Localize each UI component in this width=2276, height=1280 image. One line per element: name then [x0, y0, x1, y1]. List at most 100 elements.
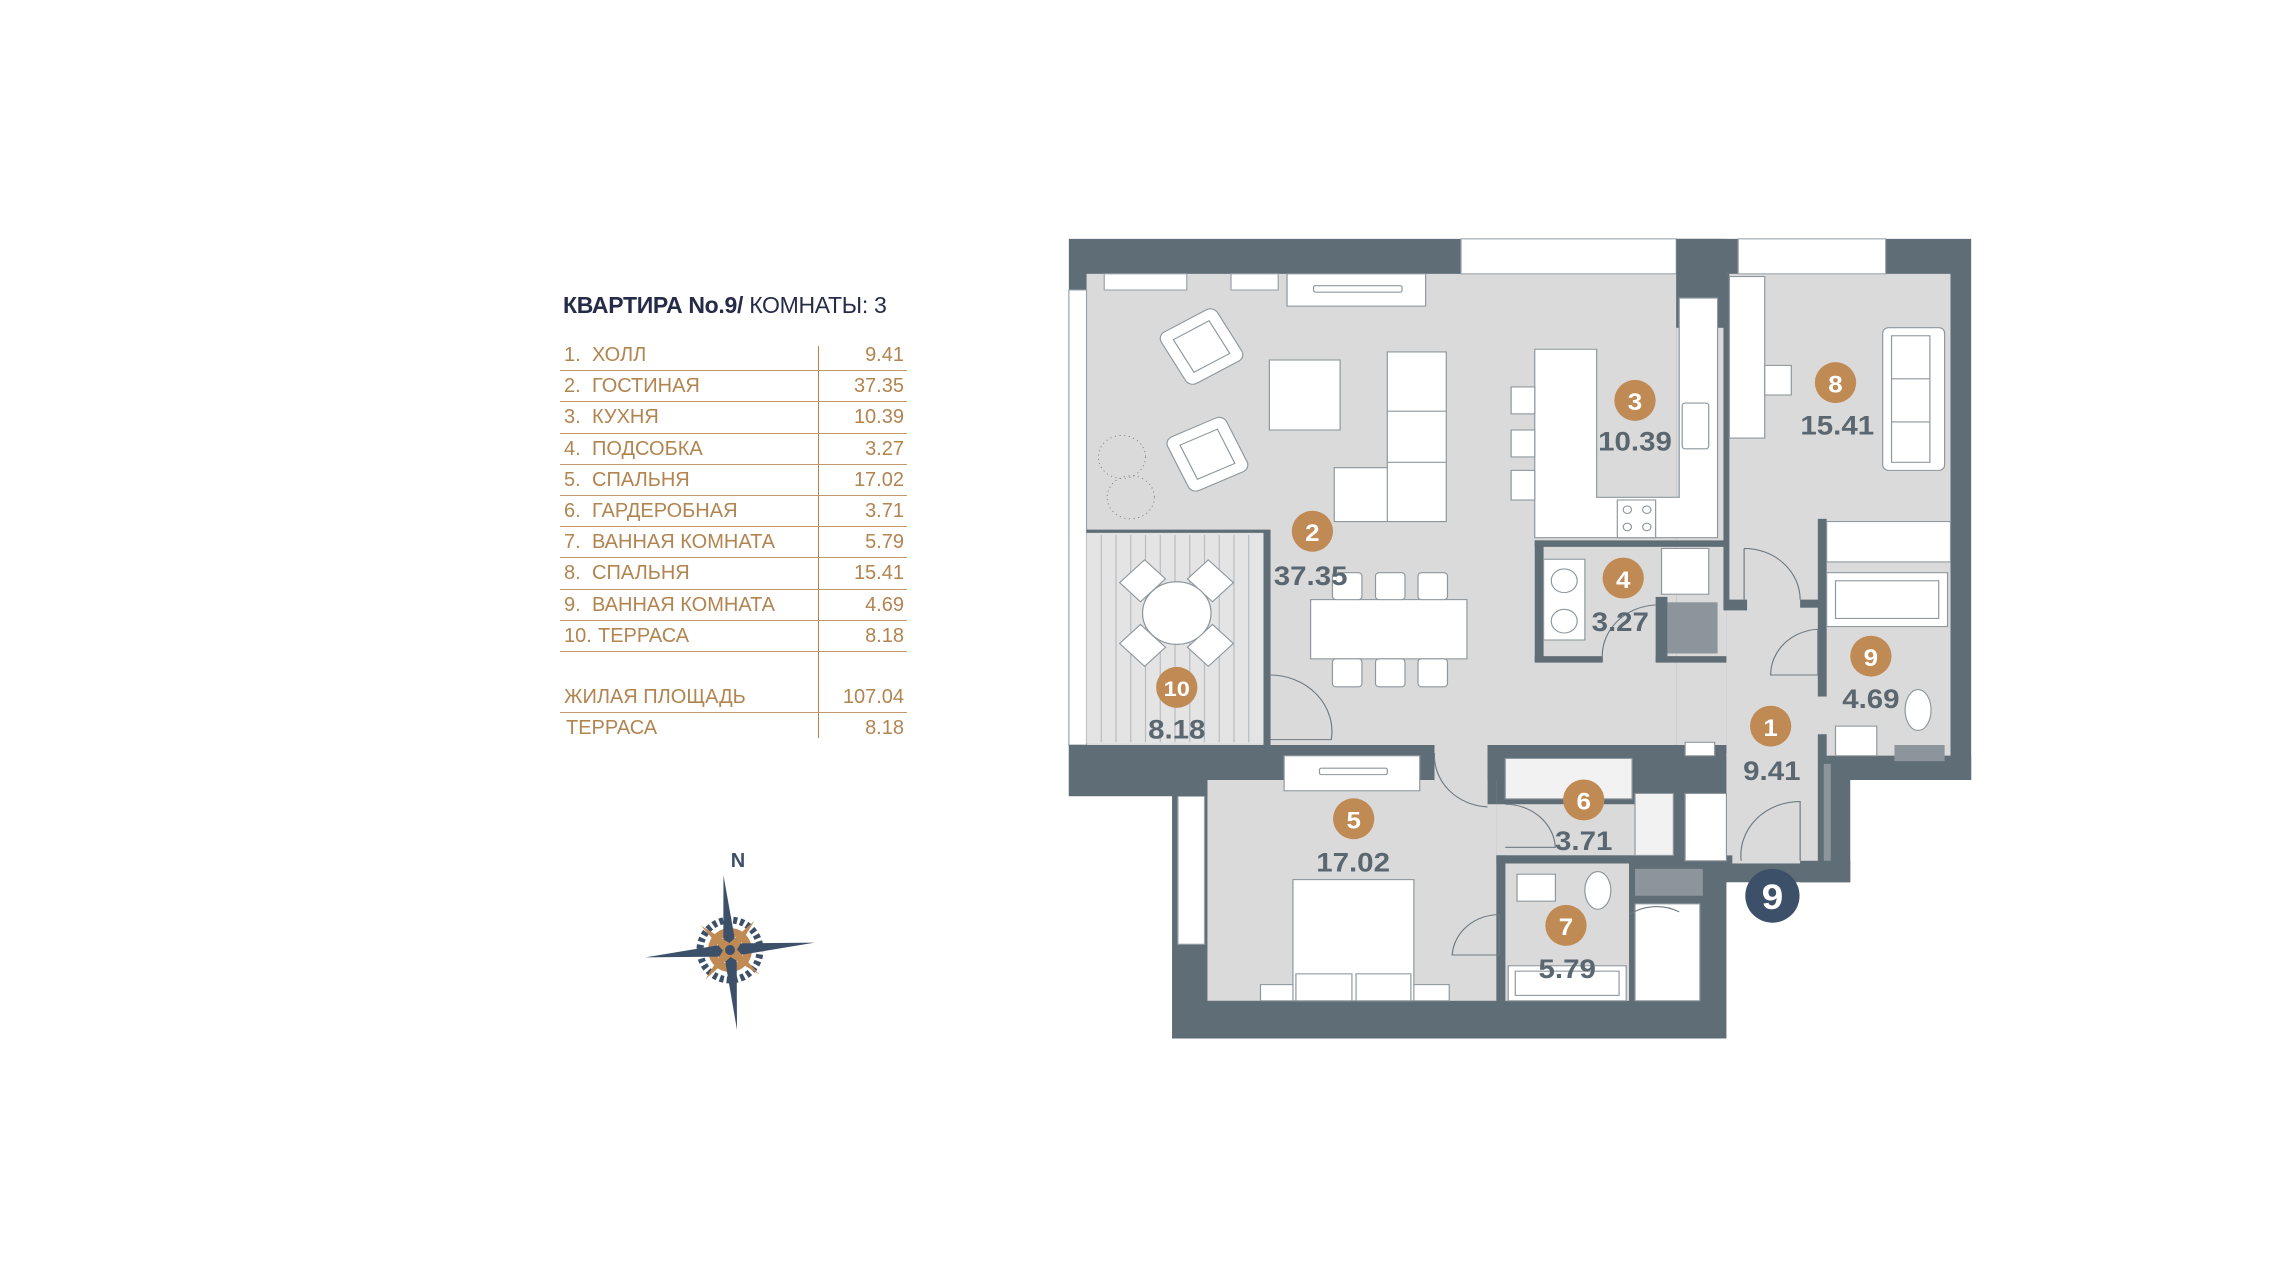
bar-stool: [1510, 469, 1536, 501]
svg-text:10.39: 10.39: [1598, 426, 1672, 457]
total-value: 107.04: [842, 685, 904, 708]
row-area: 15.41: [853, 562, 904, 585]
desk: [1728, 276, 1766, 439]
svg-text:15.41: 15.41: [1800, 410, 1874, 441]
room-label-8: 815.41: [1800, 362, 1874, 440]
svg-text:3.27: 3.27: [1592, 606, 1649, 637]
svg-text:9: 9: [1864, 646, 1878, 672]
room-label-7: 75.79: [1539, 904, 1596, 984]
room-label-4: 43.27: [1592, 557, 1649, 637]
row-number: 4.: [564, 437, 581, 460]
toilet: [1584, 871, 1612, 910]
svg-text:8.18: 8.18: [1148, 714, 1205, 745]
row-name: ТЕРРАСА: [598, 624, 690, 647]
cooktop: [1616, 499, 1657, 539]
svg-text:1: 1: [1763, 716, 1778, 742]
svg-text:5: 5: [1346, 808, 1361, 834]
compass-star-icon: [645, 875, 815, 1030]
floor-plan: 19.41 237.35 310.39 43.27 517.02 63.71 7…: [1068, 238, 1972, 1039]
furniture: [1097, 273, 1952, 1002]
north-label: N: [731, 850, 745, 872]
total-row: ТЕРРАСА 8.18: [560, 713, 907, 744]
rooms-count: КОМНАТЫ: 3: [749, 292, 887, 318]
kitchen-sink: [1681, 402, 1710, 450]
row-number: 8.: [564, 562, 581, 585]
room-label-6: 63.71: [1555, 779, 1612, 856]
row-name: ХОЛЛ: [592, 344, 647, 366]
apartment-number-badge: 9: [1745, 868, 1800, 923]
total-value: 8.18: [865, 717, 904, 740]
total-row: ЖИЛАЯ ПЛОЩАДЬ 107.04: [560, 682, 907, 714]
total-name: ЖИЛАЯ ПЛОЩАДЬ: [564, 685, 746, 708]
table-row: 1. ХОЛЛ 9.41: [560, 340, 907, 372]
apartment-number: КВАРТИРА No.9/: [563, 292, 744, 318]
terrace-table: [1118, 559, 1235, 668]
svg-text:37.35: 37.35: [1274, 560, 1348, 591]
row-number: 6.: [564, 499, 581, 522]
toilet: [1904, 689, 1932, 731]
svg-text:5.79: 5.79: [1539, 953, 1596, 984]
total-name: ТЕРРАСА: [566, 717, 658, 740]
row-number: 7.: [564, 531, 581, 554]
row-area: 9.41: [865, 344, 904, 366]
table-row: 2. ГОСТИНАЯ 37.35: [560, 371, 907, 403]
sink: [1516, 873, 1556, 902]
row-area: 37.35: [853, 375, 904, 398]
wardrobe: [1826, 521, 1952, 563]
row-area: 10.39: [853, 406, 904, 429]
svg-text:6: 6: [1576, 790, 1590, 816]
room-label-2: 237.35: [1274, 510, 1348, 591]
svg-text:2: 2: [1305, 521, 1319, 547]
doors: [1269, 547, 1819, 956]
svg-text:10: 10: [1164, 677, 1190, 701]
row-name: ВАННАЯ КОМНАТА: [592, 593, 775, 616]
row-name: ГАРДЕРОБНАЯ: [592, 499, 738, 522]
svg-text:3.71: 3.71: [1555, 825, 1612, 856]
svg-text:9.41: 9.41: [1743, 755, 1800, 786]
row-name: ГОСТИНАЯ: [592, 375, 700, 398]
apartment-title: КВАРТИРА No.9/ КОМНАТЫ: 3: [563, 292, 887, 319]
bar-stool: [1510, 386, 1536, 415]
svg-text:9: 9: [1762, 877, 1784, 917]
compass-rose: N: [645, 850, 815, 1030]
row-number: 2.: [564, 375, 581, 398]
row-area: 3.71: [865, 499, 904, 522]
room-label-9: 94.69: [1842, 635, 1900, 714]
row-area: 8.18: [865, 624, 904, 647]
stairwell: [1634, 903, 1701, 1002]
coffee-table: [1268, 359, 1341, 431]
row-number: 9.: [564, 593, 581, 616]
svg-text:4.69: 4.69: [1842, 683, 1899, 714]
room-label-3: 310.39: [1598, 379, 1672, 457]
bar-stool: [1510, 429, 1536, 458]
row-name: КУХНЯ: [592, 406, 659, 429]
room-label-10: 108.18: [1148, 666, 1205, 745]
room-label-1: 19.41: [1743, 705, 1801, 786]
svg-text:3: 3: [1628, 390, 1642, 416]
row-number: 1.: [564, 344, 581, 366]
row-area: 4.69: [865, 593, 904, 616]
room-label-5: 517.02: [1316, 798, 1390, 877]
stair-shaft: [1684, 792, 1728, 862]
svg-text:4: 4: [1616, 568, 1631, 594]
table-row: 9. ВАННАЯ КОМНАТА 4.69: [560, 590, 907, 621]
svg-text:17.02: 17.02: [1316, 847, 1390, 878]
svg-text:8: 8: [1828, 372, 1843, 398]
row-number: 3.: [564, 406, 581, 429]
row-area: 5.79: [865, 531, 904, 554]
room-labels: 19.41 237.35 310.39 43.27 517.02 63.71 7…: [1148, 362, 1900, 984]
row-name: ВАННАЯ КОМНАТА: [592, 531, 775, 554]
boiler: [1543, 558, 1586, 641]
dining-table: [1310, 599, 1468, 660]
table-row: 7. ВАННАЯ КОМНАТА 5.79: [560, 527, 907, 559]
table-row: 10. ТЕРРАСА 8.18: [560, 621, 907, 652]
service-shafts: [1635, 602, 1945, 896]
svg-text:7: 7: [1559, 915, 1573, 941]
plant-icon: [1097, 434, 1155, 520]
desk-chair: [1764, 364, 1792, 396]
row-name: ПОДСОБКА: [592, 437, 703, 460]
row-number: 10.: [564, 624, 592, 647]
